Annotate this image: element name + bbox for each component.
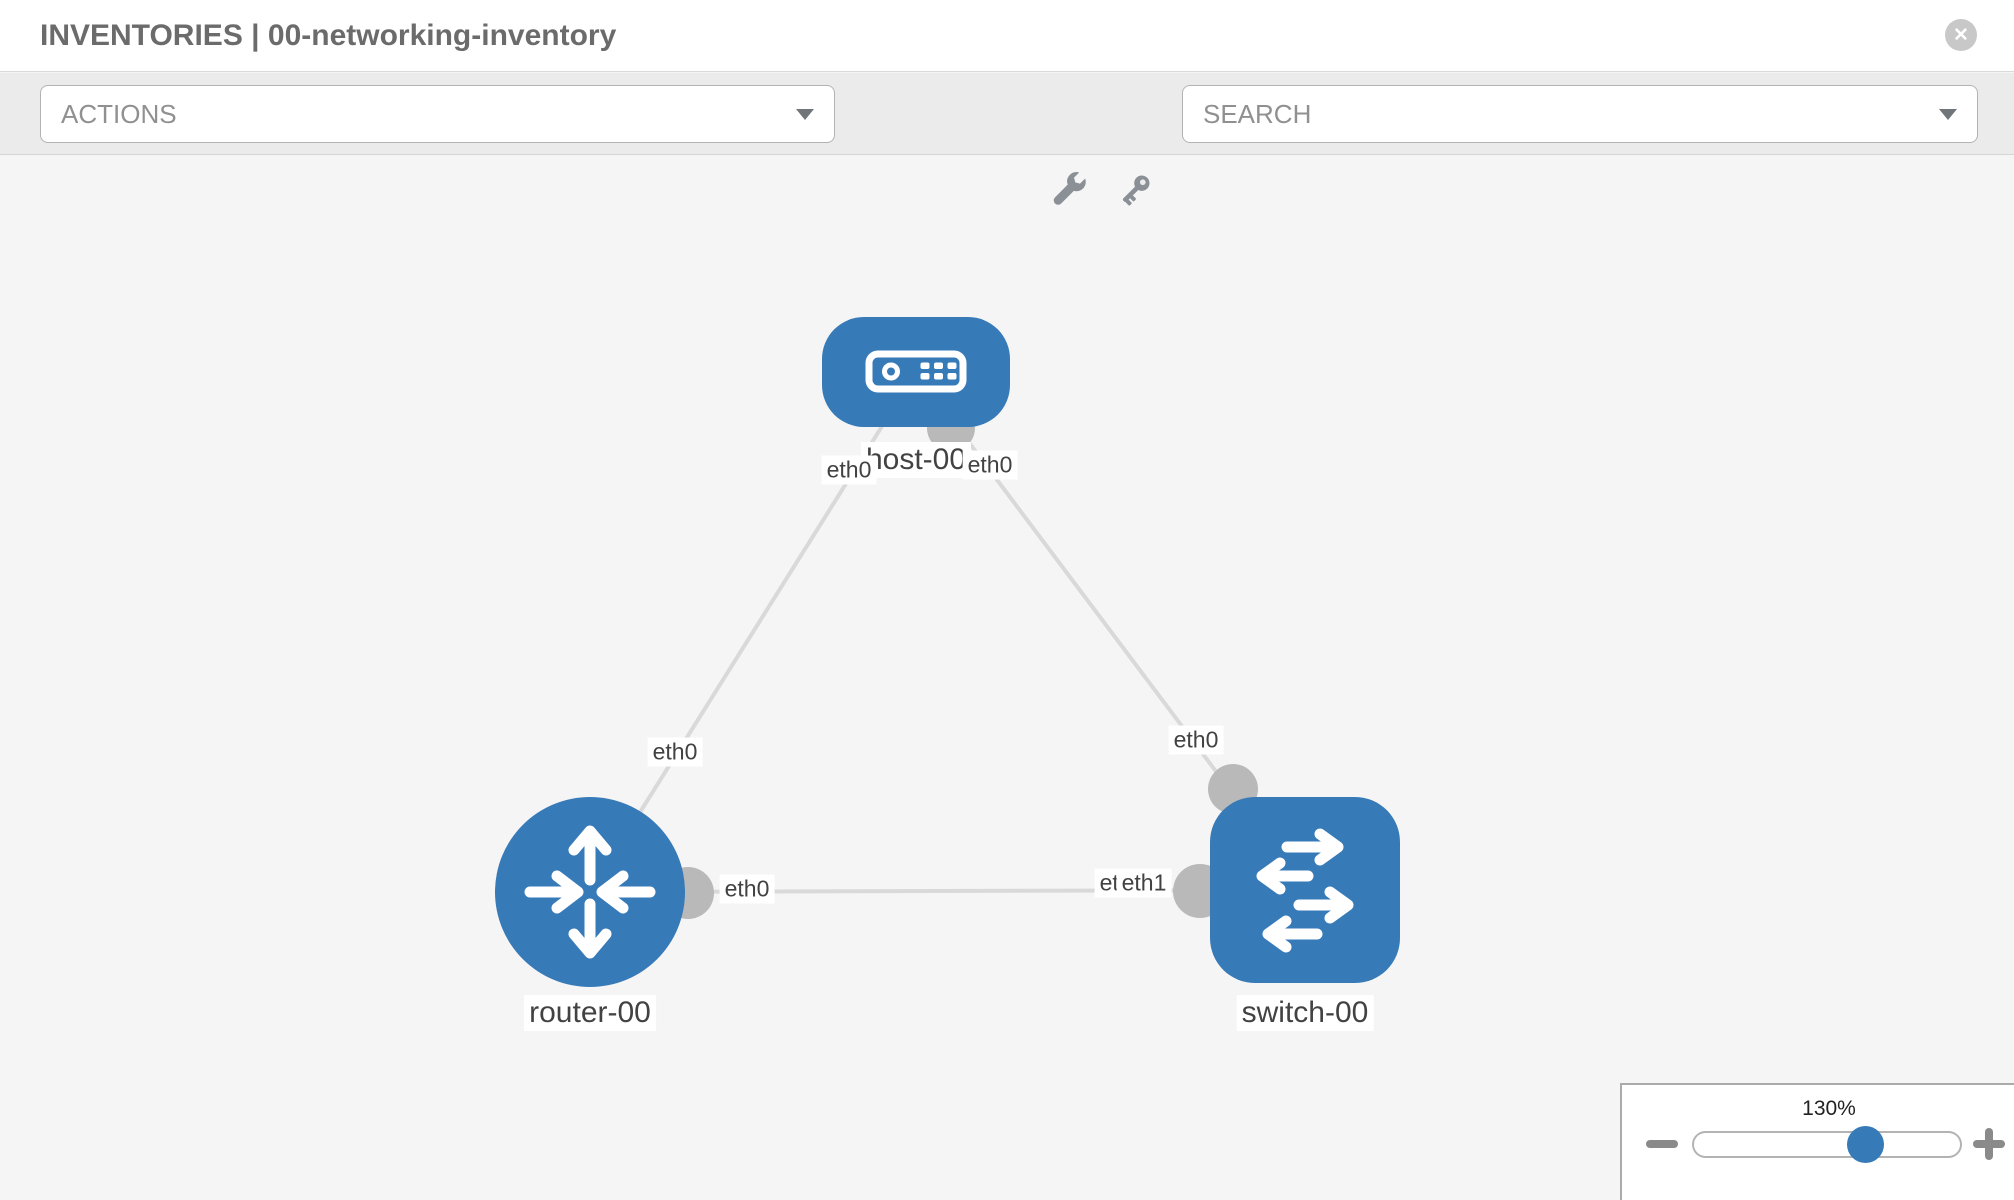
router-icon: [524, 825, 656, 959]
wrench-icon: [1053, 172, 1086, 205]
chevron-down-icon: [1939, 108, 1957, 120]
zoom-percentage: 130%: [1802, 1097, 1856, 1120]
zoom-in-button[interactable]: [1972, 1127, 2006, 1161]
interface-label: eth0: [821, 455, 877, 485]
close-icon: ✕: [1953, 24, 1969, 46]
plus-icon: [1985, 1128, 1993, 1160]
node-switch-00[interactable]: [1210, 797, 1400, 983]
zoom-out-button[interactable]: [1646, 1140, 1678, 1148]
node-router-00[interactable]: [495, 797, 685, 987]
page-title: INVENTORIES | 00-networking-inventory: [40, 19, 617, 52]
zoom-control-panel: 130%: [1620, 1083, 2014, 1200]
zoom-slider-track[interactable]: [1692, 1131, 1962, 1158]
interface-label: eth1: [1116, 868, 1172, 898]
actions-dropdown[interactable]: ACTIONS: [40, 85, 835, 143]
close-button[interactable]: ✕: [1945, 19, 1977, 51]
zoom-slider-knob[interactable]: [1847, 1126, 1884, 1163]
switch-icon: [1256, 828, 1354, 953]
header-bar: INVENTORIES | 00-networking-inventory ✕: [0, 0, 2014, 72]
key-icon: [1122, 175, 1150, 206]
node-label-host-00: host-00: [860, 442, 972, 478]
search-placeholder: SEARCH: [1203, 98, 1312, 129]
actions-dropdown-label: ACTIONS: [61, 98, 177, 129]
interface-label: eth0: [1168, 725, 1224, 755]
search-dropdown[interactable]: SEARCH: [1182, 85, 1978, 143]
interface-label: eth0: [719, 874, 775, 904]
toolbar: ACTIONS SEARCH: [0, 73, 2014, 206]
chevron-down-icon: [796, 108, 814, 120]
node-host-00[interactable]: [822, 317, 1010, 427]
key-button[interactable]: [1112, 167, 1158, 213]
interface-label: eth0: [962, 450, 1018, 480]
topology-canvas[interactable]: [0, 156, 2014, 1200]
interface-label: eth0: [647, 737, 703, 767]
node-label-switch-00: switch-00: [1236, 995, 1374, 1031]
wrench-button[interactable]: [1046, 167, 1092, 213]
node-label-router-00: router-00: [524, 995, 656, 1031]
host-icon: [865, 350, 967, 393]
